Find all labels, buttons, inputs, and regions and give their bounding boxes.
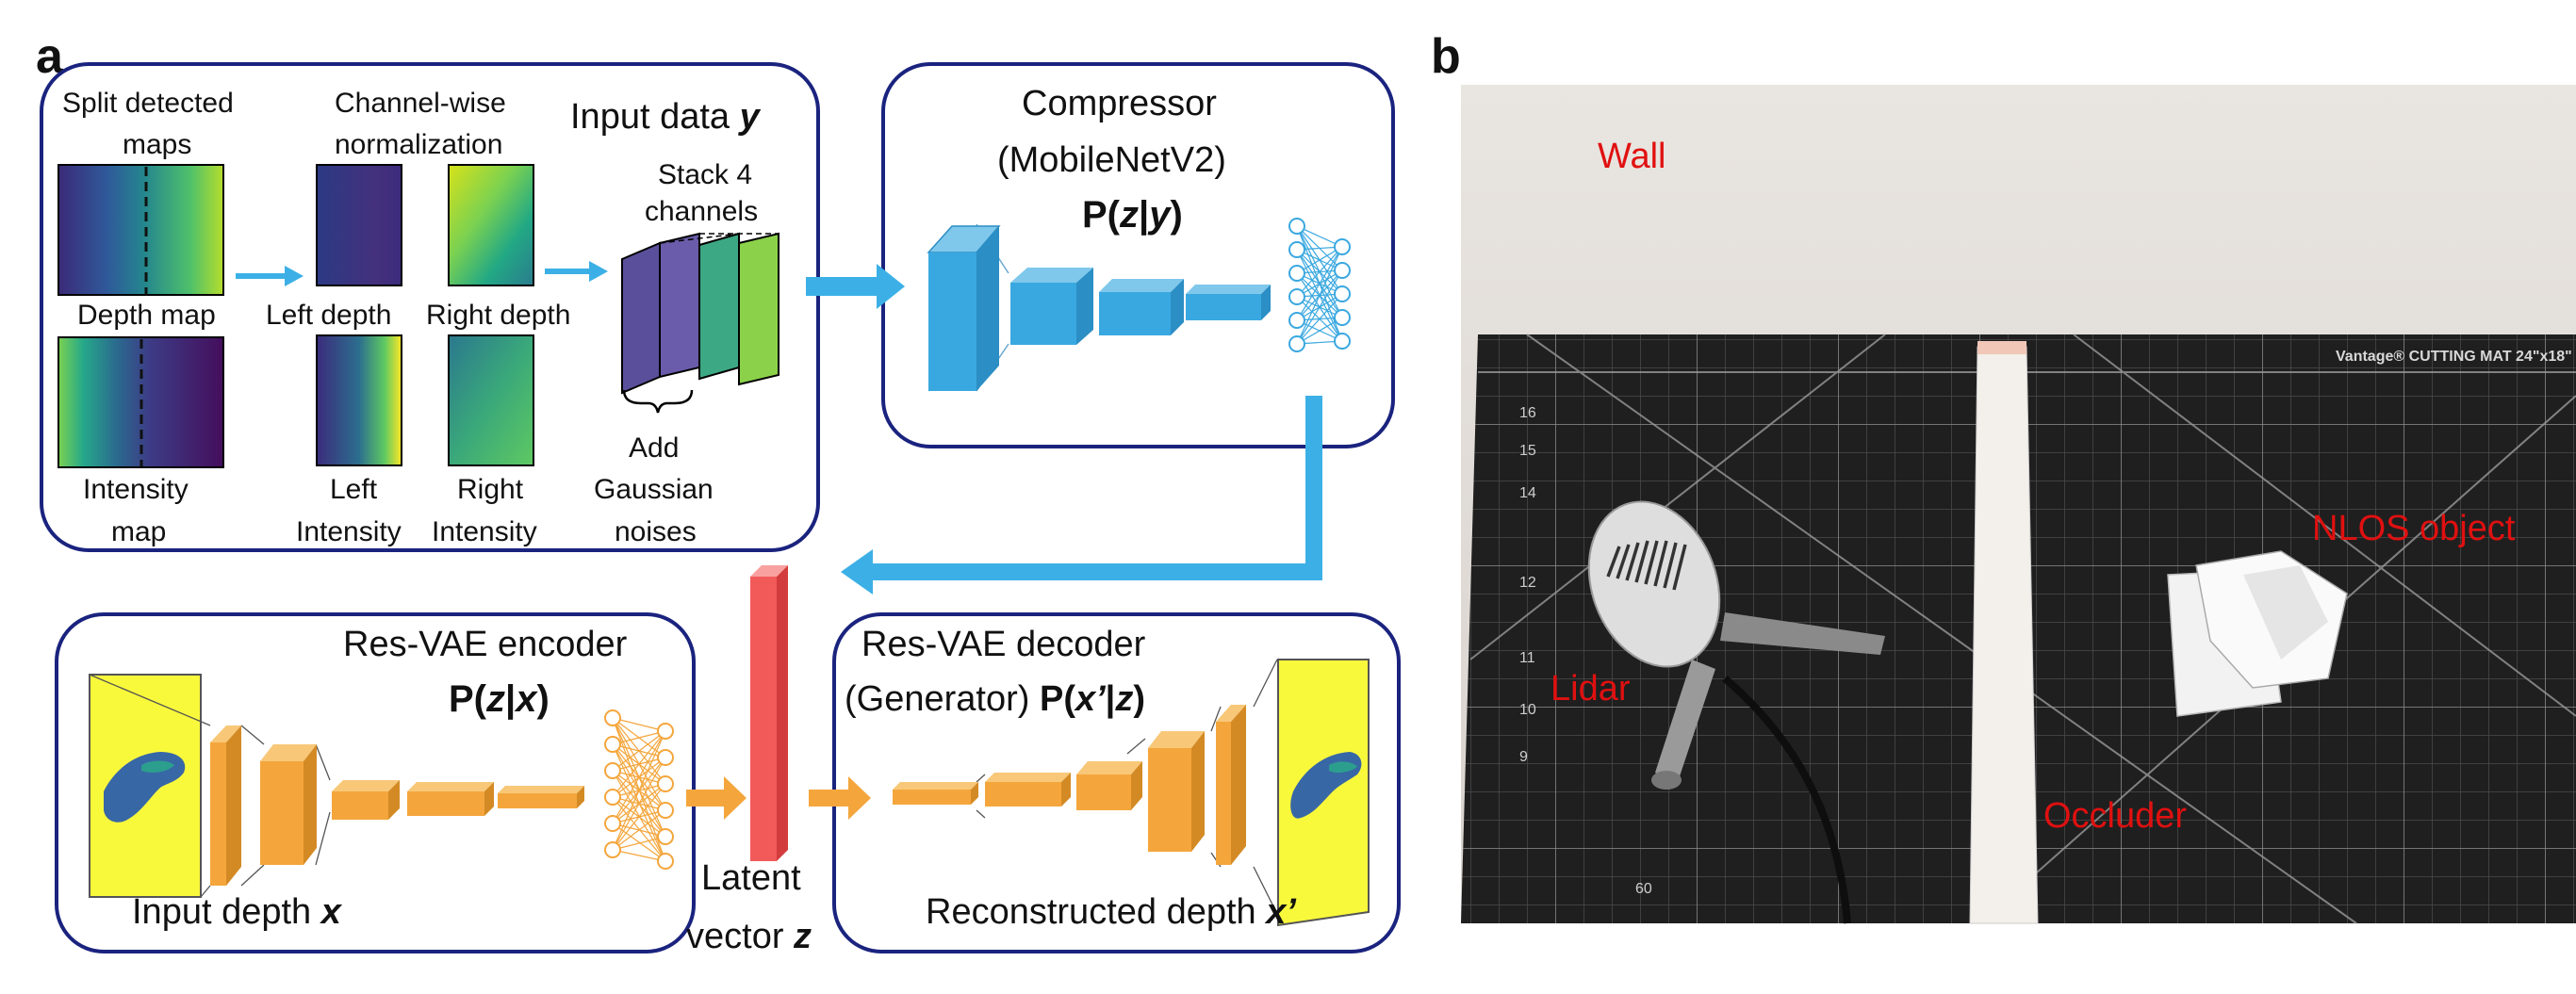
mat-number: 14 [1519,485,1536,501]
compressor-title: Compressor [1022,84,1217,123]
input-depth-var: x [320,892,341,932]
right-depth-label: Right depth [426,300,571,331]
mlp-node [657,828,674,845]
encoder-prob-z: z [486,678,505,720]
occluder-label: Occluder [2043,796,2188,836]
mlp-node [1334,285,1351,302]
split-title-line2: maps [123,129,192,160]
decoder-title: Res-VAE decoder [861,625,1146,664]
mlp-node [1288,218,1305,235]
latent-line2-text: vector [686,917,795,956]
depth-map-label: Depth map [77,300,216,331]
decoder-prob-close: ) [1133,679,1145,719]
mat-number: 9 [1519,749,1528,765]
input-depth-text: Input depth [132,892,321,932]
left-intensity-line1: Left [330,474,378,505]
norm-title-line1: Channel-wise [335,88,506,119]
right-intensity-line2: Intensity [432,516,537,547]
mlp-node [657,749,674,766]
compressor-prob-close: ) [1170,194,1183,236]
stack-line1: Stack 4 [658,159,753,190]
reconstructed-depth-text: Reconstructed depth [926,892,1267,932]
latent-var: z [794,917,812,956]
encoder-prob-bar: | [505,678,517,720]
compressor-prob: P(z|y) [1082,194,1183,236]
mat-number: 11 [1519,650,1535,666]
wall-label: Wall [1598,137,1666,176]
norm-title-line2: normalization [335,129,503,160]
compressor-prob-y: y [1149,194,1171,236]
decoder-prob-open: P( [1039,679,1075,719]
mat-number: 10 [1519,702,1536,718]
noise-line2: Gaussian [594,474,714,505]
left-depth-label: Left depth [266,300,392,331]
encoder-prob-open: P( [449,678,486,720]
mlp-node [604,762,621,779]
compressor-subtitle: (MobileNetV2) [997,140,1226,180]
right-intensity-line1: Right [457,474,524,505]
input-data-var: y [739,97,760,137]
mlp-node [1334,333,1351,350]
mlp-node [604,841,621,858]
mlp-node [1288,335,1305,352]
encoder-box [55,612,696,953]
noise-line3: noises [615,516,697,547]
decoder-prob-bar: | [1105,679,1116,719]
intensity-map-line1: Intensity [83,474,189,505]
decoder-prob-z: z [1115,679,1134,719]
input-depth-label: Input depth x [132,889,341,936]
panel-b-letter: b [1431,29,1461,84]
compressor-prob-z: z [1120,194,1139,236]
mlp-node [657,723,674,740]
encoder-title: Res-VAE encoder [343,625,628,664]
nlos-object-label: NLOS object [2312,509,2516,548]
decoder-box [832,612,1401,953]
encoder-prob: P(z|x) [449,678,550,721]
mlp-node [1288,288,1305,305]
mlp-node [1288,241,1305,258]
lidar-label: Lidar [1551,669,1631,709]
mat-number: 60 [1635,881,1652,897]
latent-line2: vector z [686,914,812,960]
mat-number: 12 [1519,575,1536,591]
mlp-node [1288,265,1305,282]
compressor-box [881,62,1395,448]
encoder-prob-close: ) [536,678,550,720]
mat-brand: Vantage® CUTTING MAT 24"x18" [2336,349,2572,365]
latent-line1: Latent [701,858,801,898]
input-data-title: Input data y [570,94,760,140]
noise-line1: Add [629,432,680,464]
intensity-map-line2: map [111,516,167,547]
split-title-line1: Split detected [62,88,234,119]
input-data-title-text: Input data [570,97,740,137]
mlp-node [657,775,674,792]
reconstructed-depth-var: x’ [1266,892,1296,932]
mlp-node [1334,262,1351,279]
stack-line2: channels [645,196,759,227]
left-intensity-line2: Intensity [296,516,402,547]
mlp-node [1334,309,1351,326]
mlp-node [657,853,674,870]
mlp-node [604,709,621,726]
input-data-box [40,62,820,552]
encoder-prob-x: x [516,678,537,720]
decoder-prob-x: x’ [1075,679,1106,719]
mlp-node [657,802,674,819]
decoder-subtitle: (Generator) P(x’|z) [845,676,1145,723]
mat-number: 15 [1519,443,1536,459]
compressor-prob-open: P( [1082,194,1120,236]
mlp-node [1334,238,1351,255]
mlp-node [604,736,621,753]
mlp-node [604,789,621,806]
reconstructed-depth-label: Reconstructed depth x’ [926,889,1296,936]
mlp-node [1288,312,1305,329]
mlp-node [604,815,621,832]
mat-number: 16 [1519,405,1536,421]
compressor-prob-bar: | [1139,194,1150,236]
decoder-subtitle-text: (Generator) [845,679,1040,719]
